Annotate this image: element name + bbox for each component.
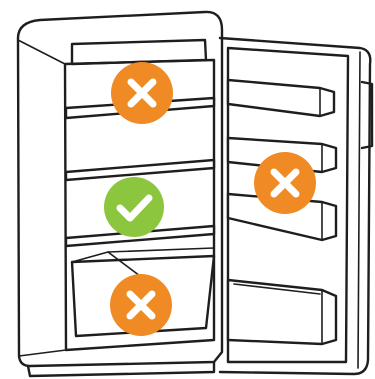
middle-shelf <box>66 160 214 180</box>
crisper-drawer-marker <box>110 274 172 336</box>
door-bin-top <box>228 80 334 116</box>
middle-shelf-marker <box>104 177 164 237</box>
upper-shelf-marker <box>111 62 173 124</box>
fridge-inner-wall <box>18 40 66 356</box>
door-hinge-edge <box>358 52 360 368</box>
door-shelves-marker <box>254 152 316 214</box>
recommended-badge <box>104 177 164 237</box>
